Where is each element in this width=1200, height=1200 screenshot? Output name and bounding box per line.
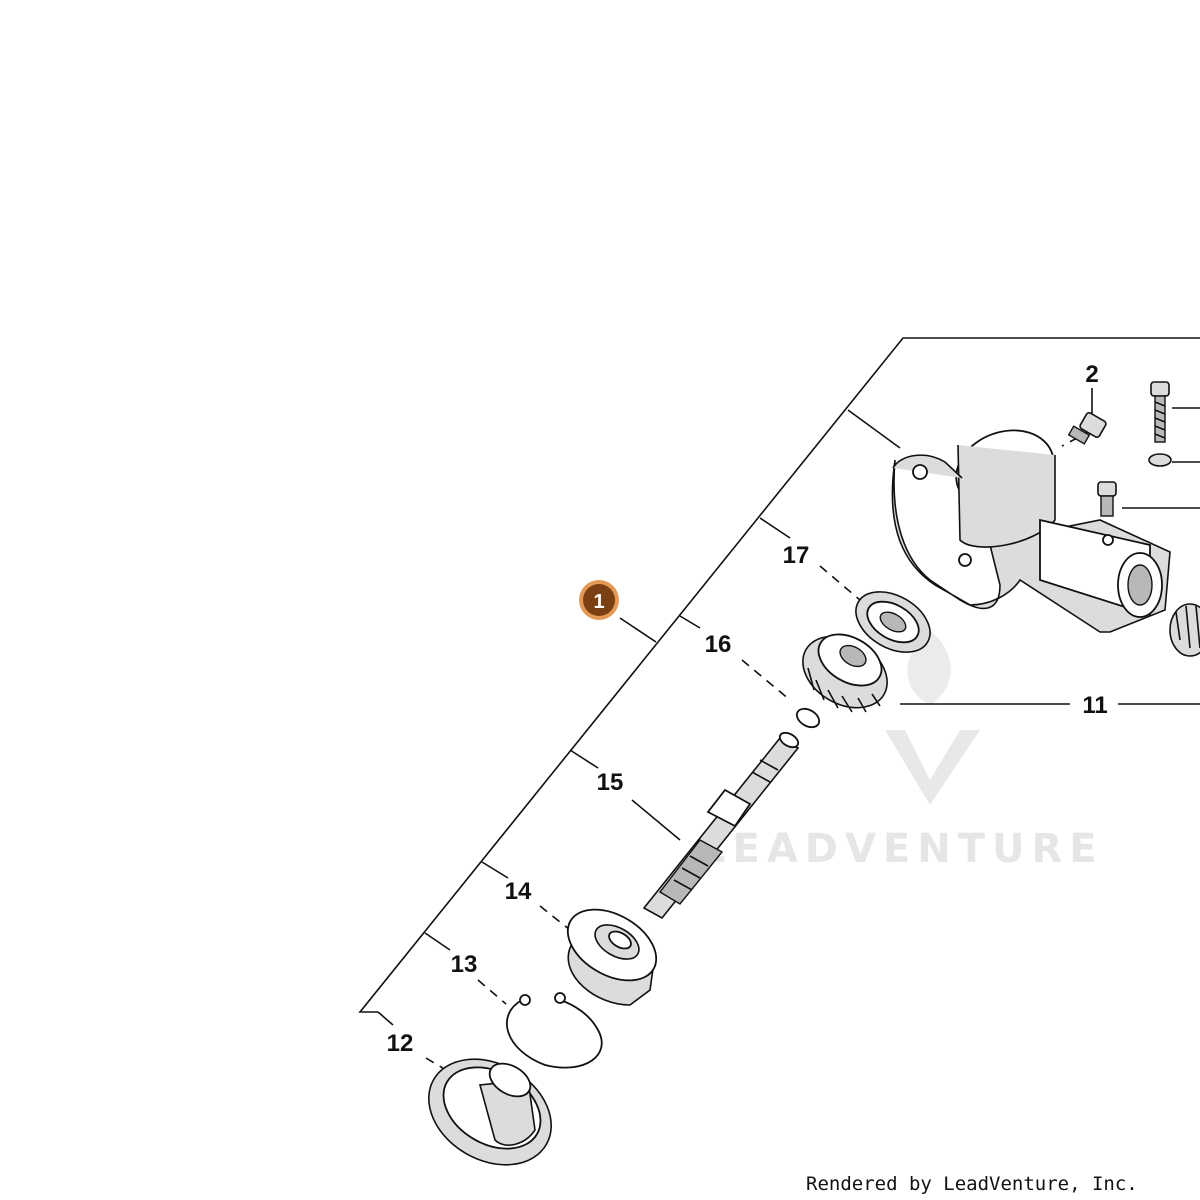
watermark-text: LEADVENTURE	[700, 826, 1104, 872]
ball-bearing-14	[566, 908, 658, 1006]
part-label-12: 12	[387, 1030, 414, 1057]
part-label-16: 16	[705, 631, 732, 658]
part-label-2: 2	[1085, 361, 1098, 388]
pinion-gear	[1169, 603, 1200, 657]
bolt-long	[1150, 381, 1170, 443]
gear-housing	[891, 429, 1171, 633]
drive-shaft-15	[642, 731, 800, 920]
part-label-14: 14	[505, 878, 532, 905]
part-label-11: 11	[1082, 692, 1107, 719]
callout-badge-1[interactable]: 1	[579, 580, 619, 620]
render-credit: Rendered by LeadVenture, Inc.	[806, 1173, 1138, 1195]
ball-bearing-17	[855, 591, 931, 653]
circlip-16	[795, 707, 821, 729]
part-label-15: 15	[597, 769, 624, 796]
cover-12	[428, 1058, 552, 1166]
callout-badge-fill	[583, 584, 615, 616]
callout-number: 1	[593, 591, 604, 613]
washer	[1148, 453, 1172, 467]
leader-lines	[377, 388, 1200, 1071]
assembly-bracket	[358, 337, 1200, 1013]
retaining-ring-13	[505, 992, 603, 1069]
bevel-gear-11	[802, 633, 888, 713]
watermark-logo: LEADVENTURE	[700, 630, 1104, 872]
screw-short	[1097, 481, 1117, 517]
part-label-13: 13	[451, 951, 478, 978]
part-label-17: 17	[783, 542, 810, 569]
screw-2	[1067, 412, 1107, 445]
